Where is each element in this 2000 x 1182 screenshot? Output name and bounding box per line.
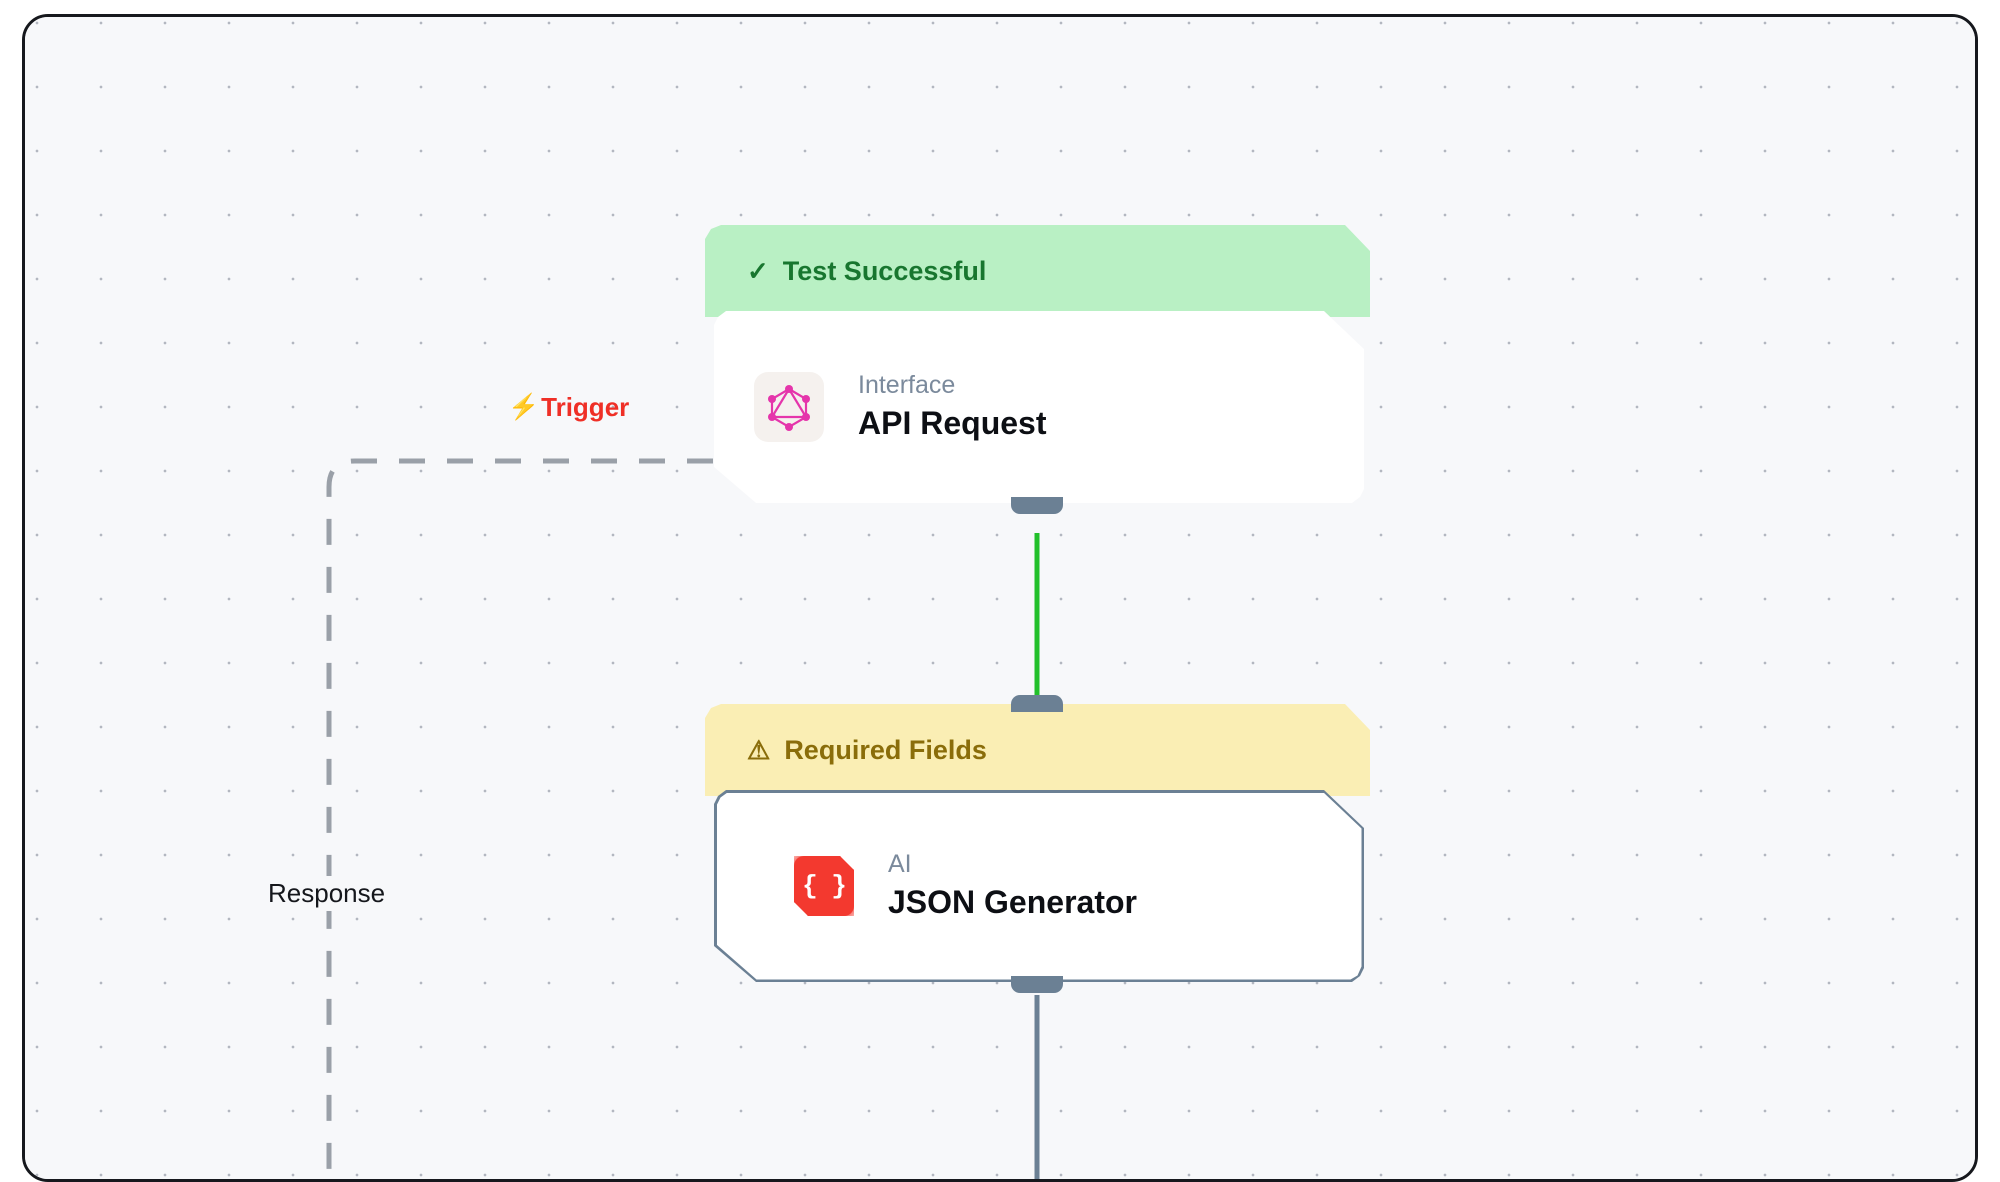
app-frame: ⚡ Trigger Response ✓ Test Successful bbox=[22, 14, 1978, 1182]
status-badge-test-successful: ✓ Test Successful bbox=[705, 225, 1370, 317]
json-braces-icon: { } bbox=[794, 856, 854, 916]
status-badge-label: Required Fields bbox=[784, 734, 987, 765]
api-request-card[interactable]: Interface API Request bbox=[714, 311, 1364, 503]
trigger-edge-label: ⚡ Trigger bbox=[508, 392, 629, 423]
api-request-output-handle[interactable] bbox=[1011, 497, 1063, 514]
node-kind-label: AI bbox=[888, 849, 912, 878]
trigger-edge-path bbox=[326, 458, 713, 1179]
workflow-canvas[interactable]: ⚡ Trigger Response ✓ Test Successful bbox=[25, 17, 1975, 1179]
response-edge-label-text: Response bbox=[268, 878, 386, 908]
warning-triangle-icon: ⚠ bbox=[747, 735, 771, 765]
lightning-bolt-icon: ⚡ bbox=[508, 393, 540, 421]
api-request-text: Interface API Request bbox=[858, 370, 1047, 442]
json-generator-text: AI JSON Generator bbox=[888, 849, 1137, 921]
node-title-label: JSON Generator bbox=[888, 884, 1137, 921]
json-generator-output-handle[interactable] bbox=[1011, 976, 1063, 993]
json-generator-input-handle[interactable] bbox=[1011, 695, 1063, 712]
node-title-label: API Request bbox=[858, 405, 1047, 442]
json-generator-content: { } AI JSON Generator bbox=[754, 790, 1364, 982]
check-icon: ✓ bbox=[747, 256, 769, 286]
json-generator-card[interactable]: { } AI JSON Generator bbox=[714, 790, 1364, 982]
status-badge-required-fields: ⚠ Required Fields bbox=[705, 704, 1370, 796]
status-badge-label: Test Successful bbox=[782, 255, 987, 286]
node-kind-label: Interface bbox=[858, 370, 956, 399]
response-edge-label: Response bbox=[258, 876, 396, 911]
graphql-icon bbox=[754, 372, 824, 442]
edge-layer bbox=[326, 458, 1040, 1179]
trigger-edge-label-text: Trigger bbox=[541, 392, 630, 422]
